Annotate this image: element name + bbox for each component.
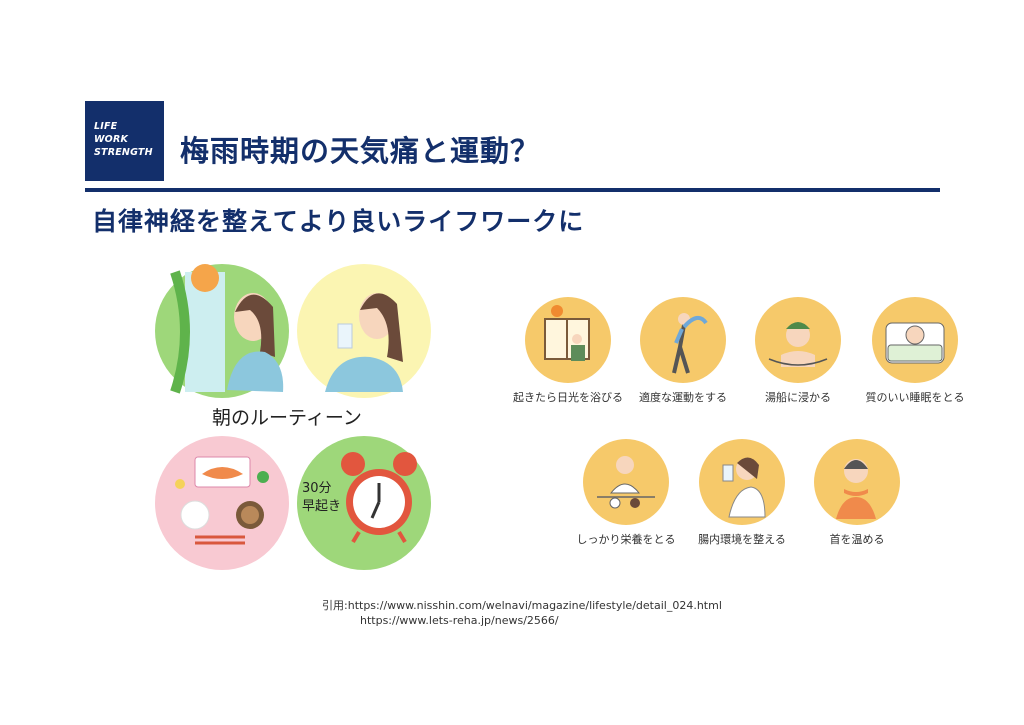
tip-label: しっかり栄養をとる: [576, 533, 676, 546]
source-url-2: https://www.lets-reha.jp/news/2566/: [360, 614, 559, 627]
tip-sleep: 質のいい睡眠をとる: [840, 297, 990, 405]
tip-neck: 首を温める: [782, 439, 932, 547]
logo-line-3: STRENGTH: [94, 147, 153, 158]
sources-citation: 引用:https://www.nisshin.com/welnavi/magaz…: [322, 598, 722, 628]
logo-line-1: LIFE: [94, 121, 118, 132]
tip-label: 湯船に浸かる: [765, 391, 831, 404]
tip-bath: 湯船に浸かる: [723, 297, 873, 405]
routine-caption: 朝のルーティーン: [212, 407, 362, 429]
eating-meal-icon: [583, 439, 669, 525]
tip-gut: 腸内環境を整える: [667, 439, 817, 547]
drinking-water-woman-icon: [297, 264, 431, 398]
tip-label: 質のいい睡眠をとる: [865, 391, 965, 404]
tip-label: 腸内環境を整える: [698, 533, 786, 546]
source-prefix: 引用:: [322, 599, 348, 612]
drinking-person-icon: [699, 439, 785, 525]
morning-routine-illustration: 30分 早起き 朝のルーティーン: [155, 262, 435, 572]
tip-label: 適度な運動をする: [639, 391, 727, 404]
bathtub-person-icon: [755, 297, 841, 383]
tip-nutrition: しっかり栄養をとる: [551, 439, 701, 547]
logo-line-2: WORK: [94, 134, 129, 145]
title-divider: [85, 188, 940, 192]
brand-logo: LIFE WORK STRENGTH: [85, 101, 164, 181]
clock-text-1: 30分: [302, 481, 332, 496]
alarm-clock-icon: [297, 436, 431, 570]
source-line-1: 引用:https://www.nisshin.com/welnavi/magaz…: [322, 598, 722, 613]
routine-circles: 30分 早起き: [155, 264, 431, 570]
page-subtitle: 自律神経を整えてより良いライフワークに: [92, 207, 585, 236]
breakfast-icon: [155, 436, 289, 570]
sleeping-person-icon: [872, 297, 958, 383]
clock-text-2: 早起き: [302, 499, 341, 514]
tip-label: 首を温める: [829, 533, 885, 546]
warm-neck-icon: [814, 439, 900, 525]
stretching-person-icon: [640, 297, 726, 383]
tip-label: 起きたら日光を浴びる: [513, 391, 623, 404]
tip-exercise: 適度な運動をする: [608, 297, 758, 405]
sunlight-woman-icon: [155, 264, 289, 398]
sunlight-window-icon: [525, 297, 611, 383]
source-url-1: https://www.nisshin.com/welnavi/magazine…: [347, 599, 722, 612]
page-title: 梅雨時期の天気痛と運動？: [180, 134, 541, 168]
tip-sunlight: 起きたら日光を浴びる: [493, 297, 643, 405]
